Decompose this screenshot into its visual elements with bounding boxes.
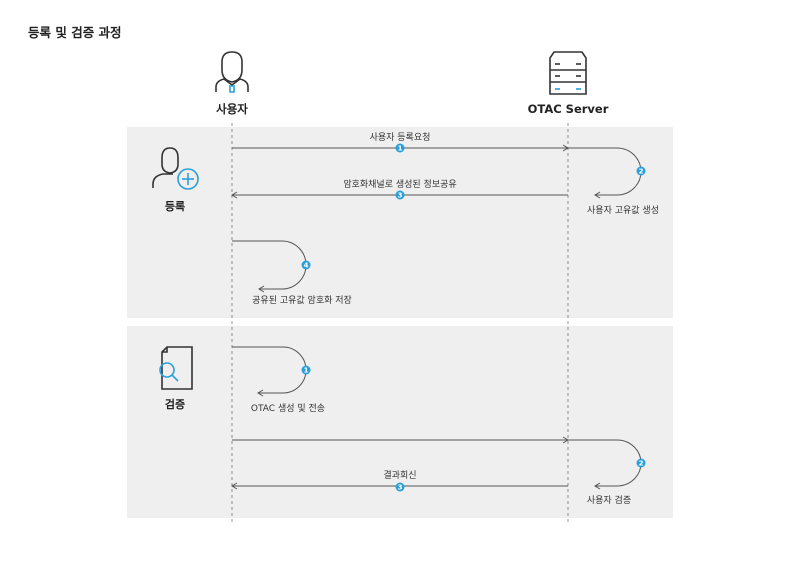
step-badge: 2: [636, 458, 646, 468]
step-label: 사용자 등록요청: [370, 132, 431, 143]
section-register-label: 등록: [165, 200, 185, 213]
svg-text:1: 1: [304, 367, 309, 375]
svg-text:3: 3: [398, 192, 403, 200]
document-search-icon: [159, 346, 193, 390]
step-badge: 4: [301, 260, 311, 270]
server-icon: [549, 51, 587, 95]
svg-text:2: 2: [639, 168, 644, 176]
step-badge: 3: [395, 482, 405, 492]
step-label: OTAC 생성 및 전송: [251, 402, 325, 414]
step-badge: 1: [395, 143, 405, 153]
step-badge: 3: [395, 190, 405, 200]
actor-server-label: OTAC Server: [528, 102, 609, 116]
step-label: 사용자 검증: [587, 494, 631, 506]
actor-user-label: 사용자: [216, 102, 248, 116]
step-label: 공유된 고유값 암호화 저장: [252, 294, 352, 306]
step-badge: 1: [301, 365, 311, 375]
svg-text:1: 1: [398, 145, 403, 153]
step-badge: 2: [636, 166, 646, 176]
step-label: 결과회신: [383, 470, 416, 481]
diagram-title: 등록 및 검증 과정: [28, 25, 122, 40]
user-icon: [215, 51, 249, 93]
user-add-icon: [152, 147, 199, 190]
step-label: 암호화채널로 생성된 정보공유: [343, 178, 456, 190]
svg-text:4: 4: [304, 262, 309, 270]
step-label: 사용자 고유값 생성: [587, 204, 659, 216]
svg-text:2: 2: [639, 460, 644, 468]
section-verify-label: 검증: [165, 398, 185, 411]
svg-text:3: 3: [398, 484, 403, 492]
register-panel: [127, 127, 673, 318]
